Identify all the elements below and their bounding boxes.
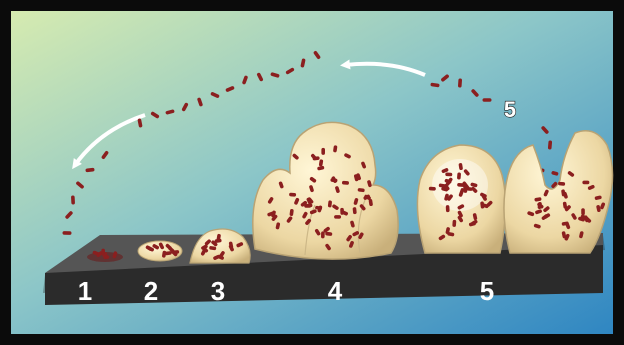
floating-bacterium: [71, 195, 75, 204]
floating-bacterium: [458, 78, 462, 87]
stage-label-4: 4: [328, 276, 343, 306]
floating-bacterium: [483, 98, 492, 102]
bacterium: [582, 181, 589, 185]
stage-label-3: 3: [211, 276, 225, 306]
floating-bacterium: [62, 231, 71, 235]
bacterium: [321, 231, 325, 238]
bacterium: [429, 187, 436, 191]
bacterium: [445, 172, 452, 176]
bacterium: [452, 220, 456, 227]
stage-label-2: 2: [144, 276, 158, 306]
bacterium: [342, 181, 349, 185]
bacterium: [321, 148, 325, 155]
stage-label-5: 5: [480, 276, 494, 306]
bacterium: [289, 193, 296, 197]
bacterium: [334, 215, 341, 219]
bacterium: [446, 205, 450, 212]
bacterium: [581, 208, 585, 215]
stage-2-colony: [138, 241, 182, 261]
dispersal-label: 5: [504, 97, 516, 122]
biofilm-scene: 1 2 3 4 5 5: [5, 5, 619, 340]
stage-label-1: 1: [78, 276, 92, 306]
